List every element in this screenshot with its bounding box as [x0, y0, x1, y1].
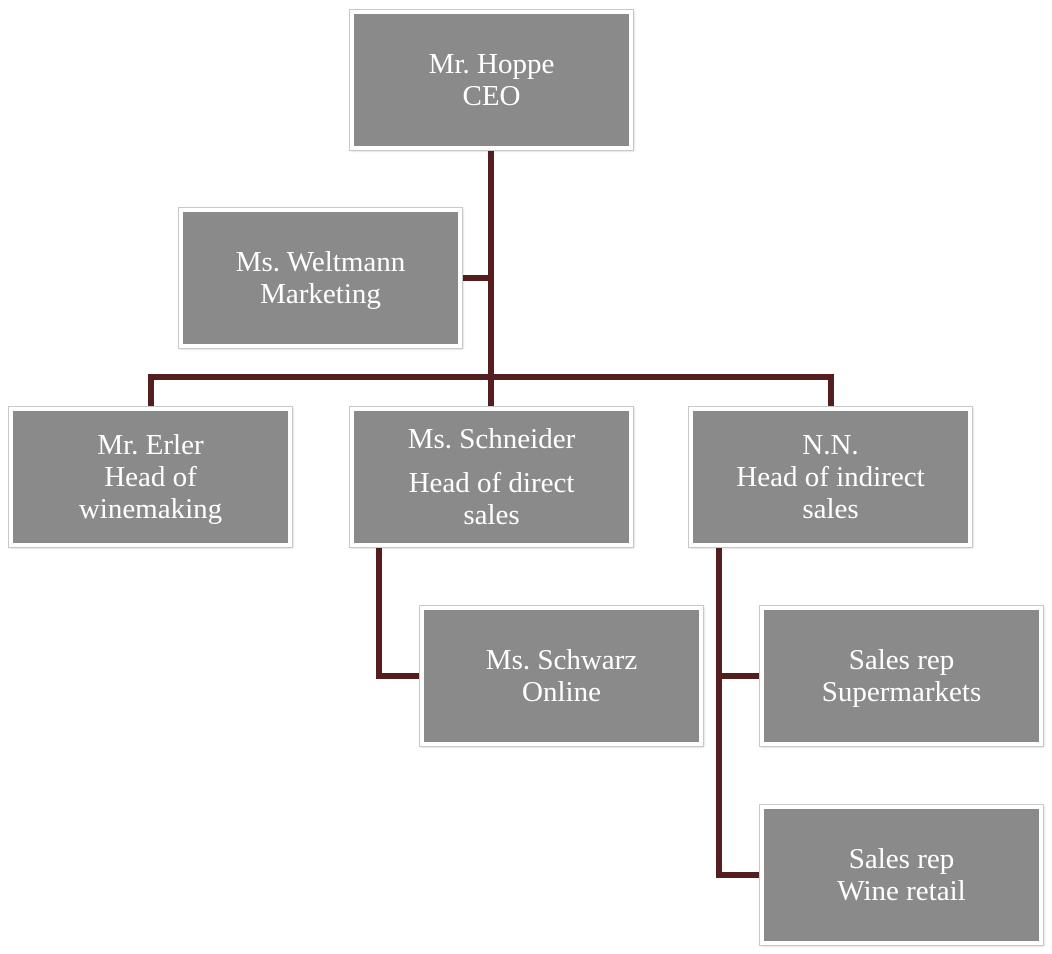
node-indirect-sales: N.N. Head of indirect sales [688, 406, 973, 548]
node-winemaking-role-line2: winemaking [78, 493, 223, 525]
node-indirect-sales-role-line1: Head of indirect [736, 461, 925, 493]
node-indirect-sales-role-line2: sales [802, 493, 859, 525]
node-ceo-name: Mr. Hoppe [428, 48, 555, 80]
node-winemaking-role-line1: Head of [104, 461, 197, 493]
node-indirect-sales-name: N.N. [802, 429, 859, 461]
node-direct-sales-role-line2: sales [463, 499, 520, 531]
node-wine-retail: Sales rep Wine retail [759, 804, 1044, 946]
node-marketing-name: Ms. Weltmann [235, 246, 406, 278]
wine-retail-branch-line [716, 872, 762, 878]
node-marketing-role: Marketing [260, 278, 381, 310]
node-direct-sales-name: Ms. Schneider [407, 423, 576, 455]
node-winemaking: Mr. Erler Head of winemaking [8, 406, 293, 548]
indirect-sales-vertical-line [716, 548, 722, 878]
node-online-name: Ms. Schwarz [485, 644, 638, 676]
online-branch-line [376, 673, 422, 679]
node-ceo: Mr. Hoppe CEO [349, 9, 634, 151]
ceo-trunk-line [488, 150, 494, 378]
direct-sales-drop-line [488, 374, 494, 408]
indirect-sales-drop-line [828, 374, 834, 408]
node-wine-retail-role: Wine retail [837, 875, 966, 907]
node-supermarkets: Sales rep Supermarkets [759, 605, 1044, 747]
winemaking-drop-line [148, 374, 154, 408]
node-supermarkets-name: Sales rep [848, 644, 955, 676]
node-direct-sales-role-line1: Head of direct [408, 467, 575, 499]
direct-sales-vertical-line [376, 548, 382, 679]
node-wine-retail-name: Sales rep [848, 843, 955, 875]
node-online-role: Online [522, 676, 601, 708]
node-ceo-role: CEO [462, 80, 521, 112]
node-direct-sales: Ms. Schneider Head of direct sales [349, 406, 634, 548]
node-supermarkets-role: Supermarkets [821, 676, 982, 708]
marketing-branch-line [462, 275, 494, 281]
node-winemaking-name: Mr. Erler [97, 429, 204, 461]
node-marketing: Ms. Weltmann Marketing [178, 207, 463, 349]
node-online: Ms. Schwarz Online [419, 605, 704, 747]
supermarkets-branch-line [716, 673, 762, 679]
